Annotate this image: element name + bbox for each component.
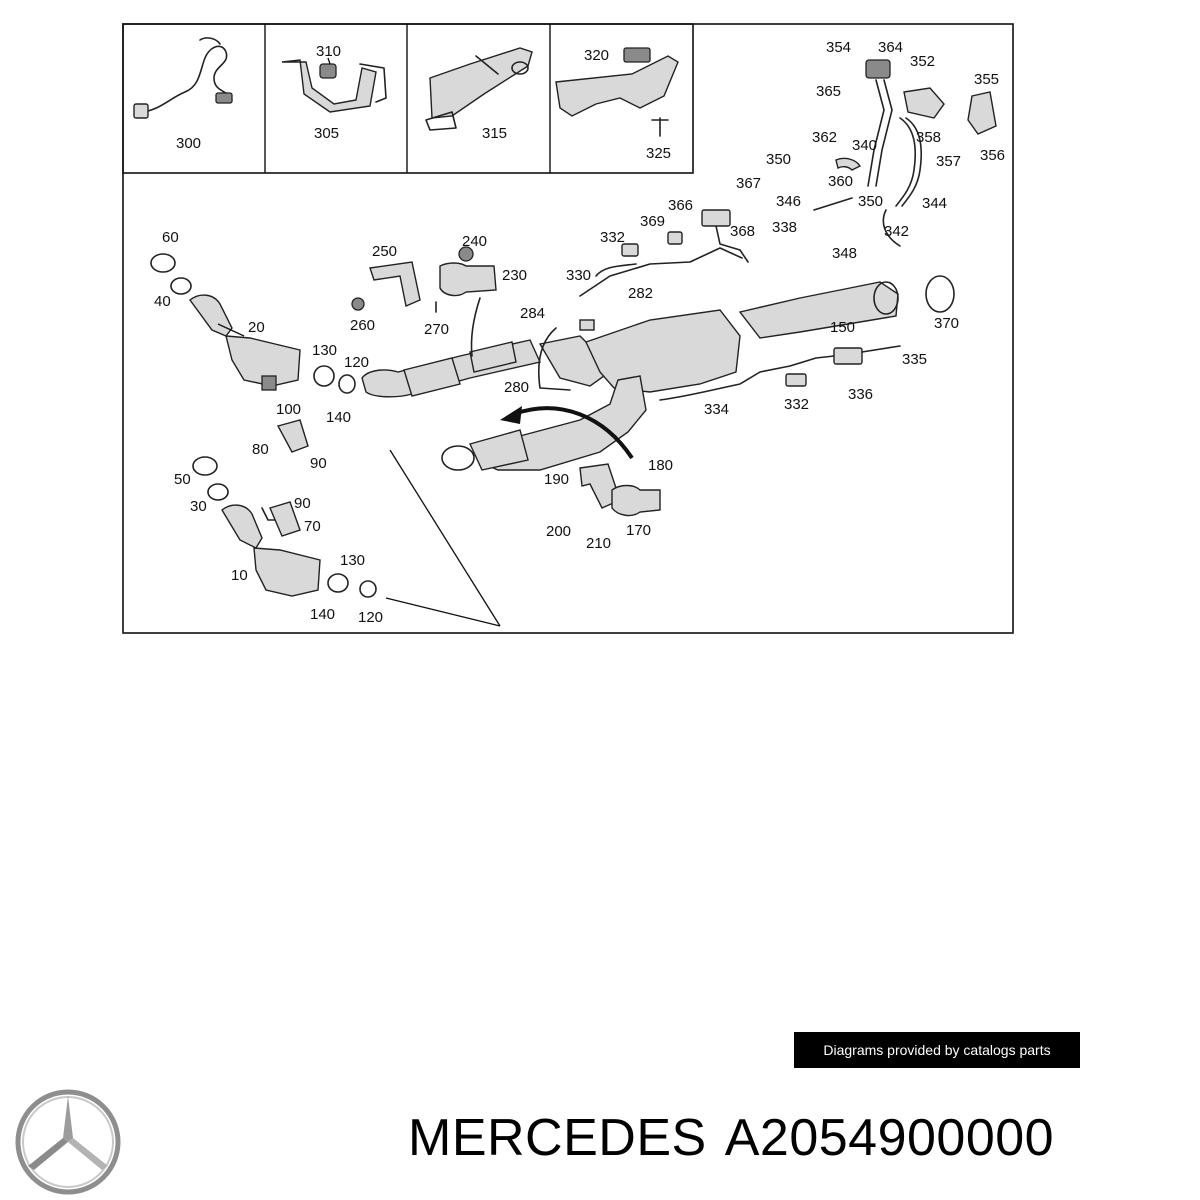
main-exhaust-pipe-drawing [313, 275, 955, 471]
callout-label: 366 [668, 197, 693, 214]
callout-label: 180 [648, 457, 673, 474]
callout-label: 50 [174, 471, 191, 488]
callout-label: 368 [730, 223, 755, 240]
callout-label: 346 [776, 193, 801, 210]
callout-label: 330 [566, 267, 591, 284]
top-panels-frame [122, 23, 694, 174]
catalytic-converter-upper-drawing [150, 253, 301, 391]
hanger-brackets-drawing [269, 246, 661, 537]
callout-label: 130 [312, 342, 337, 359]
callout-label: 325 [646, 145, 671, 162]
brand-part-number: MERCEDES A2054900000 [408, 1108, 1072, 1168]
callout-label: 360 [828, 173, 853, 190]
callout-label: 369 [640, 213, 665, 230]
callout-label: 332 [600, 229, 625, 246]
callout-label: 120 [344, 354, 369, 371]
leader-line [385, 449, 501, 627]
heat-shield-bracket-drawing [281, 57, 387, 113]
callout-label: 370 [934, 315, 959, 332]
oxygen-sensor-cable-drawing [133, 37, 233, 119]
callout-label: 140 [326, 409, 351, 426]
callout-label: 364 [878, 39, 903, 56]
callout-label: 250 [372, 243, 397, 260]
callout-label: 305 [314, 125, 339, 142]
mercedes-star-icon [15, 1089, 121, 1195]
sensor-bracket-drawing [555, 47, 679, 137]
callout-label: 90 [310, 455, 327, 472]
callout-label: 334 [704, 401, 729, 418]
callout-label: 140 [310, 606, 335, 623]
callout-label: 280 [504, 379, 529, 396]
callout-label: 355 [974, 71, 999, 88]
callout-label: 332 [784, 396, 809, 413]
callout-label: 354 [826, 39, 851, 56]
callout-label: 270 [424, 321, 449, 338]
callout-label: 240 [462, 233, 487, 250]
callout-label: 362 [812, 129, 837, 146]
callout-label: 10 [231, 567, 248, 584]
callout-label: 80 [252, 441, 269, 458]
callout-label: 30 [190, 498, 207, 515]
callout-label: 335 [902, 351, 927, 368]
callout-label: 200 [546, 523, 571, 540]
flow-arrow-icon [513, 406, 634, 460]
callout-label: 352 [910, 53, 935, 70]
callout-labels: 354 364 352 355 365 358 356 362 340 357 350 360 367 3… [154, 39, 1005, 626]
callout-label: 358 [916, 129, 941, 146]
callout-label: 340 [852, 137, 877, 154]
callout-label: 315 [482, 125, 507, 142]
callout-label: 336 [848, 386, 873, 403]
callout-label: 210 [586, 535, 611, 552]
callout-label: 120 [358, 609, 383, 626]
callout-label: 100 [276, 401, 301, 418]
mounting-bracket-drawing [425, 47, 533, 131]
callout-label: 70 [304, 518, 321, 535]
callout-label: 90 [294, 495, 311, 512]
callout-label: 260 [350, 317, 375, 334]
callout-label: 350 [858, 193, 883, 210]
arrow-head-icon [500, 406, 522, 424]
upper-sensor-pipes-drawing [813, 59, 997, 247]
callout-label: 170 [626, 522, 651, 539]
brand-name: MERCEDES [408, 1109, 707, 1167]
callout-label: 60 [162, 229, 179, 246]
callout-label: 350 [766, 151, 791, 168]
callout-label: 357 [936, 153, 961, 170]
callout-label: 342 [884, 223, 909, 240]
callout-label: 338 [772, 219, 797, 236]
callout-label: 367 [736, 175, 761, 192]
callout-label: 300 [176, 135, 201, 152]
callout-label: 282 [628, 285, 653, 302]
callout-label: 230 [502, 267, 527, 284]
callout-label: 348 [832, 245, 857, 262]
callout-label: 365 [816, 83, 841, 100]
callout-label: 150 [830, 319, 855, 336]
callout-label: 344 [922, 195, 947, 212]
diagram-credit-badge: Diagrams provided by catalogs parts [794, 1032, 1080, 1068]
callout-label: 20 [248, 319, 265, 336]
part-number: A2054900000 [724, 1109, 1055, 1167]
callout-label: 130 [340, 552, 365, 569]
callout-label: 40 [154, 293, 171, 310]
callout-label: 284 [520, 305, 545, 322]
callout-label: 356 [980, 147, 1005, 164]
callout-label: 320 [584, 47, 609, 64]
callout-label: 310 [316, 43, 341, 60]
callout-label: 190 [544, 471, 569, 488]
rear-sensor-cables-drawing [579, 209, 901, 401]
